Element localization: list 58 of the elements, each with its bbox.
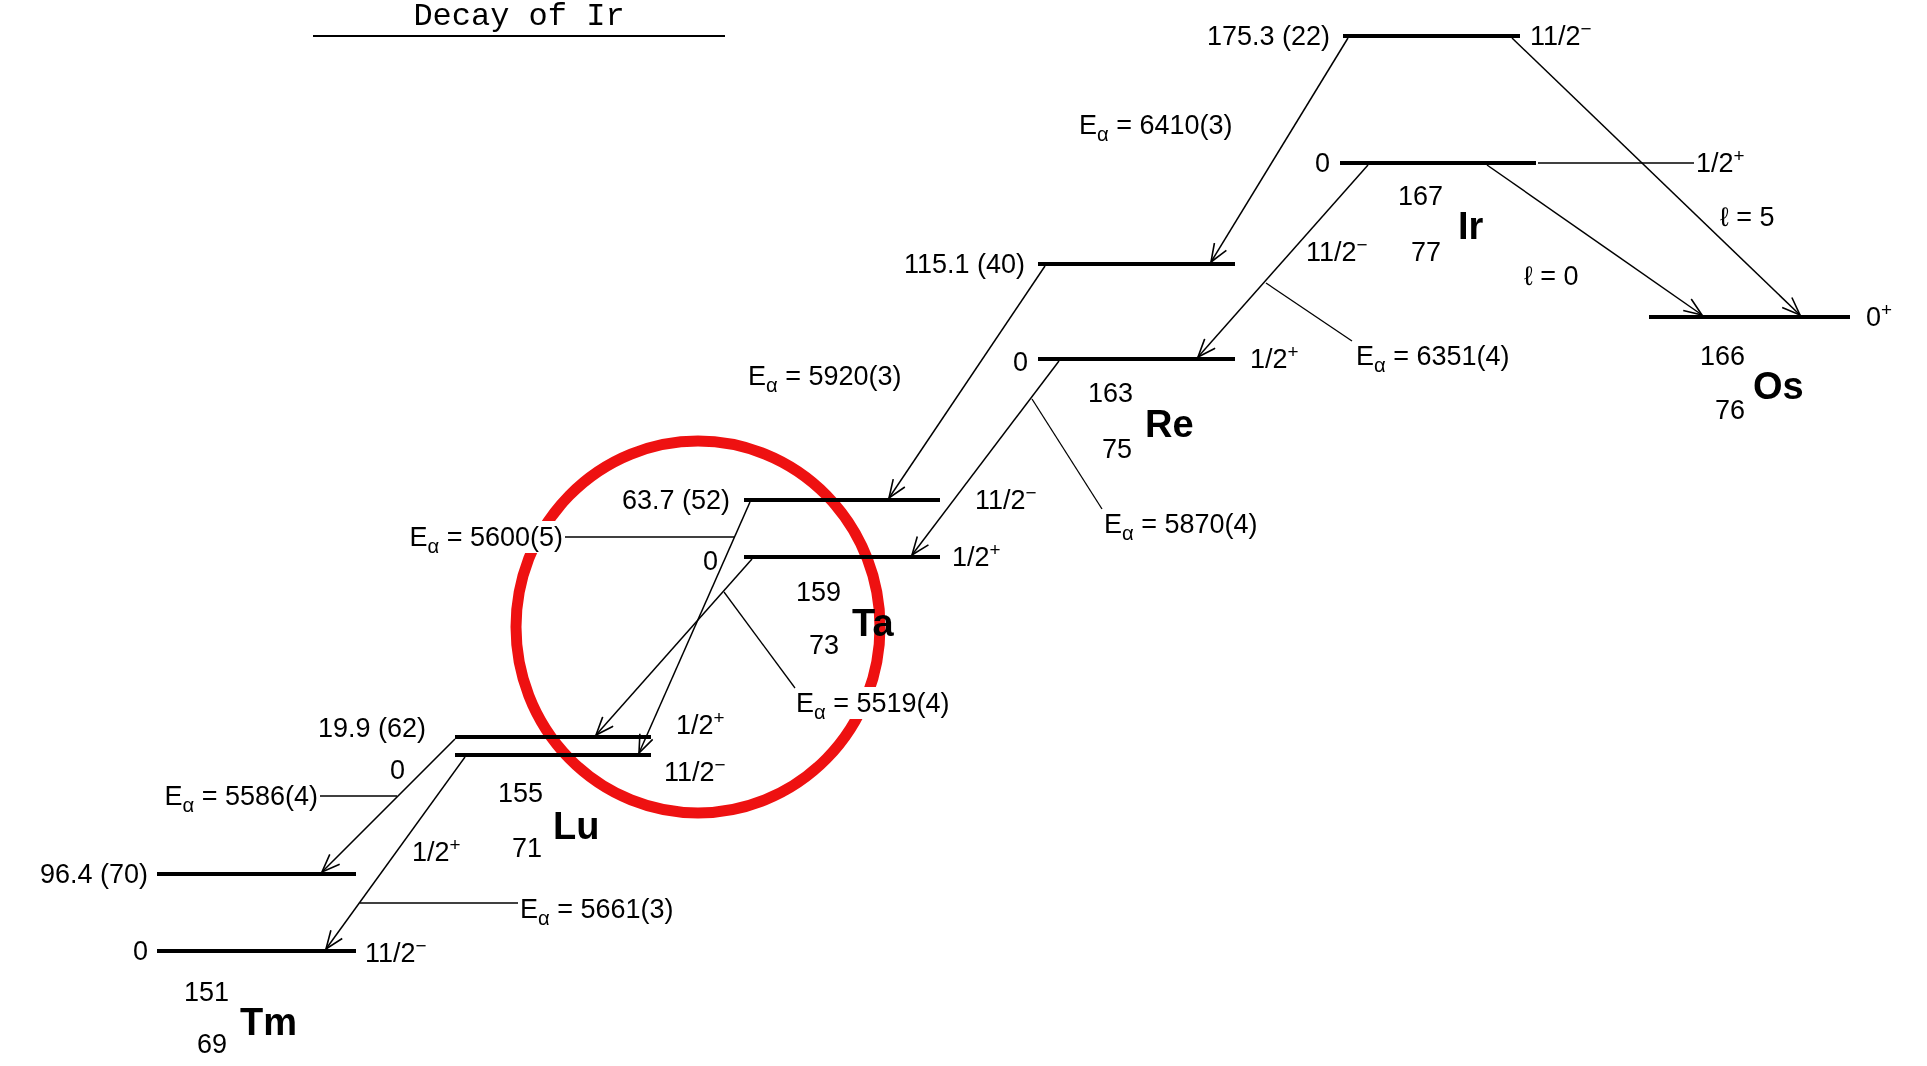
level-energy-label: 0 <box>1314 148 1330 178</box>
decay-arrow <box>911 360 1060 556</box>
atomic-number-label: 69 <box>197 1029 228 1059</box>
decay-arrow <box>1486 164 1703 316</box>
spin-parity-label: 1/2$^{+}$ <box>1696 147 1752 179</box>
mass-number-label: 159 <box>796 577 842 607</box>
spin-parity-label: 11/2$^{−}$ <box>1530 21 1592 51</box>
level-energy-label: 0 <box>389 755 405 785</box>
decay-arrow <box>888 265 1046 499</box>
mass-number-label: 167 <box>1398 181 1444 211</box>
atomic-number-label: 71 <box>512 833 543 863</box>
leader-line <box>319 795 398 797</box>
element-symbol-label: Ir <box>1458 206 1484 246</box>
leader-line <box>564 536 736 538</box>
edge-label: E$_{α}$ = 5600(5) <box>409 521 563 553</box>
edge-label: E$_{α}$ = 5519(4) <box>796 687 950 719</box>
mass-number-label: 155 <box>498 778 544 808</box>
atomic-number-label: 76 <box>1715 395 1746 425</box>
spin-parity-label: 1/2$^{+}$ <box>1250 344 1299 374</box>
mass-number-label: 163 <box>1088 378 1134 408</box>
spin-parity-label: 1/2$^{+}$ <box>676 710 725 740</box>
decay-arrow <box>325 756 466 950</box>
atomic-number-label: 75 <box>1102 434 1133 464</box>
level-energy-label: 96.4 (70) <box>39 859 148 889</box>
level-energy-label: 0 <box>702 546 718 576</box>
atomic-number-label: 77 <box>1411 237 1442 267</box>
decay-arrow <box>595 558 753 736</box>
decay-arrow <box>638 501 751 754</box>
leader-line <box>1537 162 1695 164</box>
diagram-title: Decay of Ir <box>313 0 725 37</box>
leader-line <box>359 902 519 904</box>
element-symbol-label: Lu <box>553 806 600 846</box>
atomic-number-label: 73 <box>809 630 840 660</box>
spin-parity-label: 11/2$^{−}$ <box>1306 237 1368 267</box>
spin-parity-label: 11/2$^{−}$ <box>975 485 1037 515</box>
level-energy-label: 175.3 (22) <box>1206 21 1330 51</box>
element-symbol-label: Re <box>1145 404 1194 444</box>
element-symbol-label: Os <box>1753 366 1804 406</box>
decay-arrow <box>1210 37 1349 263</box>
level-energy-label: 0 <box>132 936 148 966</box>
spin-parity-label: 1/2$^{+}$ <box>952 542 1001 572</box>
level-energy-label: 115.1 (40) <box>903 249 1025 279</box>
leader-line <box>1265 282 1353 342</box>
level-energy-label: 63.7 (52) <box>621 485 730 515</box>
decay-arrow <box>321 738 456 873</box>
leader-line <box>1031 398 1103 510</box>
level-energy-label: 19.9 (62) <box>317 713 426 743</box>
mass-number-label: 151 <box>184 977 230 1007</box>
decay-arrow <box>1197 164 1369 358</box>
decay-arrow <box>1511 37 1801 316</box>
spin-parity-label: 1/2$^{+}$ <box>412 837 461 867</box>
spin-parity-label: 11/2$^{−}$ <box>365 938 427 968</box>
level-energy-label: 0 <box>1012 347 1028 377</box>
spin-parity-label: 11/2$^{−}$ <box>664 757 726 787</box>
mass-number-label: 166 <box>1700 341 1746 371</box>
spin-parity-label: 0$^{+}$ <box>1866 302 1893 332</box>
leader-line <box>723 591 796 689</box>
element-symbol-label: Tm <box>240 1002 297 1042</box>
